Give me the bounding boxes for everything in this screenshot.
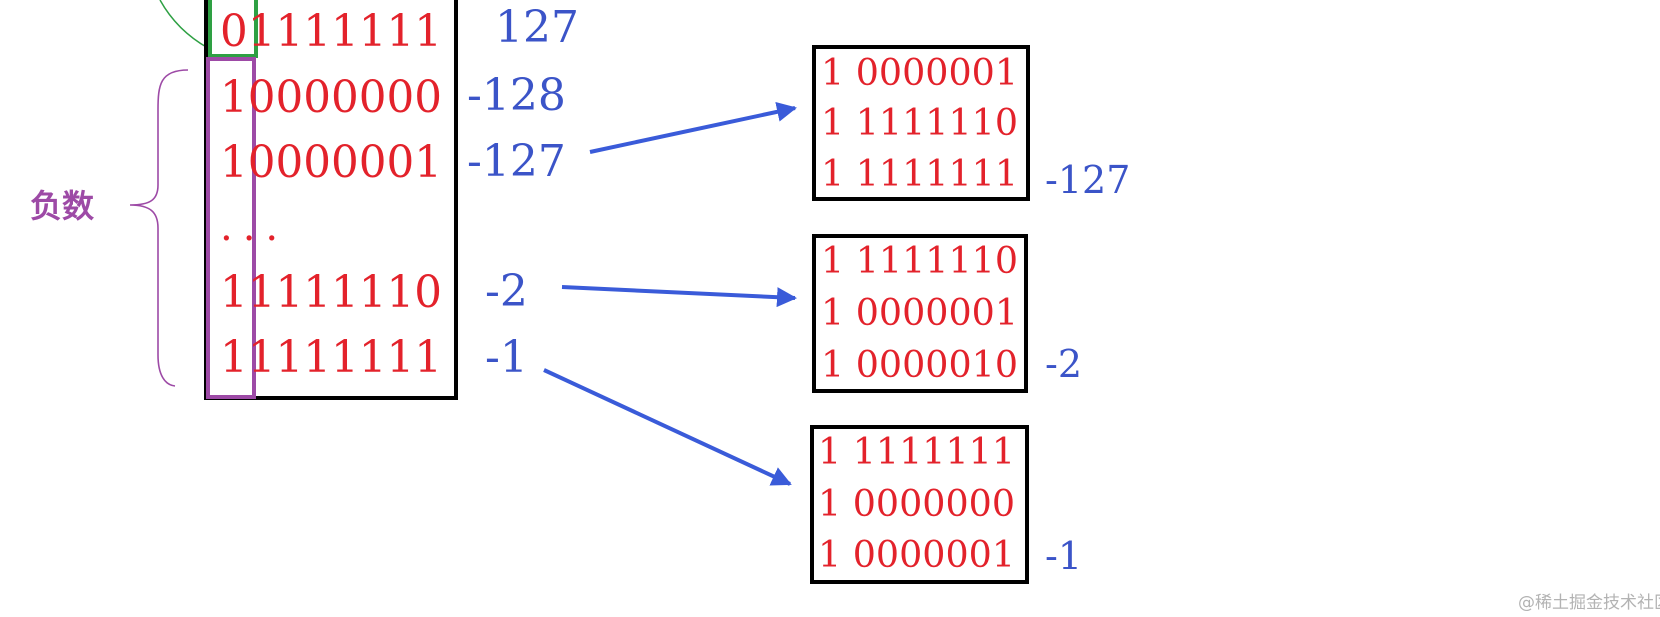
detail-line: 1 1111110 [821,103,1018,144]
binary-row: 01111111 [220,6,442,57]
decimal-value: -2 [485,266,528,317]
sign-bit-negative-box [206,57,256,399]
detail-line: 1 0000001 [818,535,1015,576]
detail-line: 1 0000001 [821,293,1018,334]
detail-line: 1 1111111 [818,432,1015,473]
binary-row: 11111111 [220,332,442,383]
watermark: @稀土掘金技术社区 [1518,593,1660,613]
decimal-value: -128 [467,70,566,121]
detail-value: -1 [1045,534,1082,578]
arrow-to-box-1 [589,102,797,154]
detail-box [810,425,1029,584]
decimal-value: -127 [467,136,566,187]
decimal-value: 127 [495,2,579,53]
arrow-to-box-2 [561,285,797,308]
binary-row: 10000001 [220,137,442,188]
detail-box [812,45,1030,201]
arrow-to-box-3 [543,368,792,486]
negative-label: 负数 [30,187,95,225]
detail-line: 1 0000010 [821,345,1018,386]
detail-value: -127 [1045,158,1130,202]
ellipsis-row: ... [220,204,288,250]
detail-line: 1 0000001 [821,53,1018,94]
detail-line: 1 1111111 [821,154,1018,195]
binary-row: 10000000 [220,72,442,123]
decimal-value: -1 [485,332,528,383]
detail-line: 1 1111110 [821,241,1018,282]
negative-range-brace [129,69,189,387]
detail-box [812,234,1028,393]
positive-range-curve [159,0,209,49]
detail-line: 1 0000000 [818,484,1015,525]
binary-row: 11111110 [220,267,442,318]
sign-bit-positive-box [208,0,258,58]
detail-value: -2 [1045,342,1082,386]
